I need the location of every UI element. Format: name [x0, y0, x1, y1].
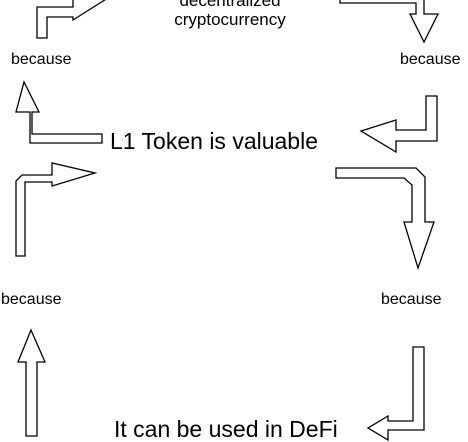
center-statement: L1 Token is valuable	[110, 128, 318, 154]
because-label-bottom-left: because	[1, 291, 62, 308]
arrow-top-right-down-icon	[339, 0, 440, 44]
arrow-bottom-left-up-right-icon	[15, 162, 98, 257]
arrow-right-to-center-icon	[359, 95, 438, 154]
top-statement-line-2: cryptocurrency	[174, 10, 286, 29]
arrow-bottom-left-up-icon	[17, 328, 46, 437]
arrow-center-to-left-up-icon	[15, 80, 103, 144]
top-statement: decentralized cryptocurrency	[130, 0, 330, 28]
because-label-top-right: because	[400, 51, 461, 68]
because-label-bottom-right: because	[381, 291, 442, 308]
top-statement-line-1: decentralized	[179, 0, 281, 10]
arrow-center-right-down-icon	[335, 167, 435, 271]
because-label-top-left: because	[11, 51, 72, 68]
arrow-top-left-right-icon	[36, 0, 106, 39]
arrow-bottom-right-down-left-icon	[366, 346, 425, 442]
